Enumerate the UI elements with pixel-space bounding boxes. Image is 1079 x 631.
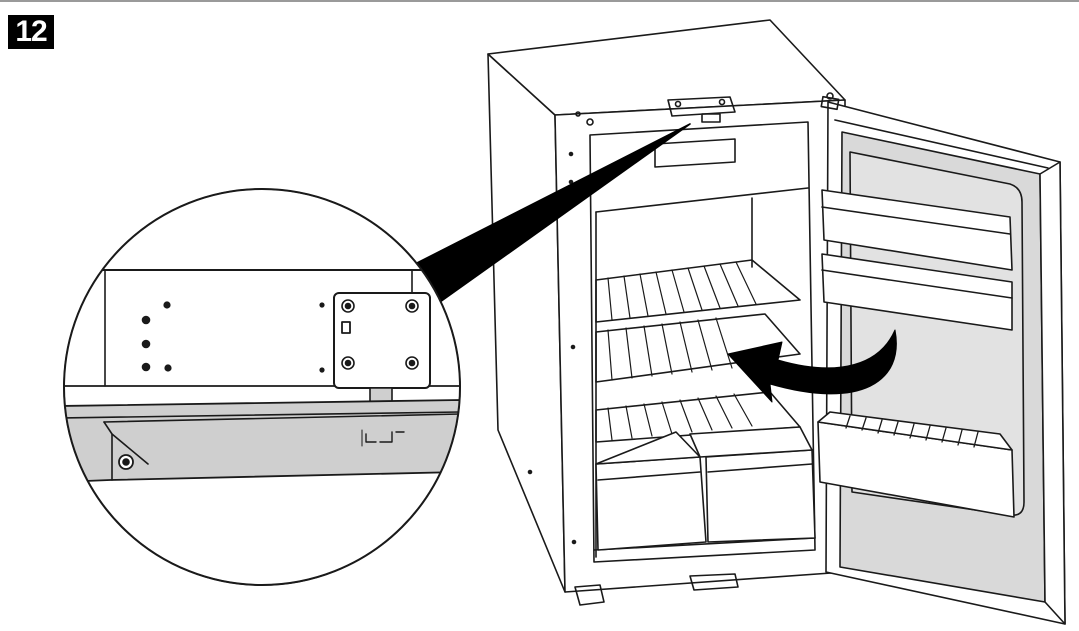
fridge-door: [817, 95, 1066, 625]
crisper-drawers: [595, 426, 816, 551]
step-number-badge: 12: [8, 15, 54, 49]
curved-arrow-icon: [727, 329, 897, 403]
wire-shelves: [595, 259, 801, 443]
detail-zoom-callout: [63, 188, 461, 586]
